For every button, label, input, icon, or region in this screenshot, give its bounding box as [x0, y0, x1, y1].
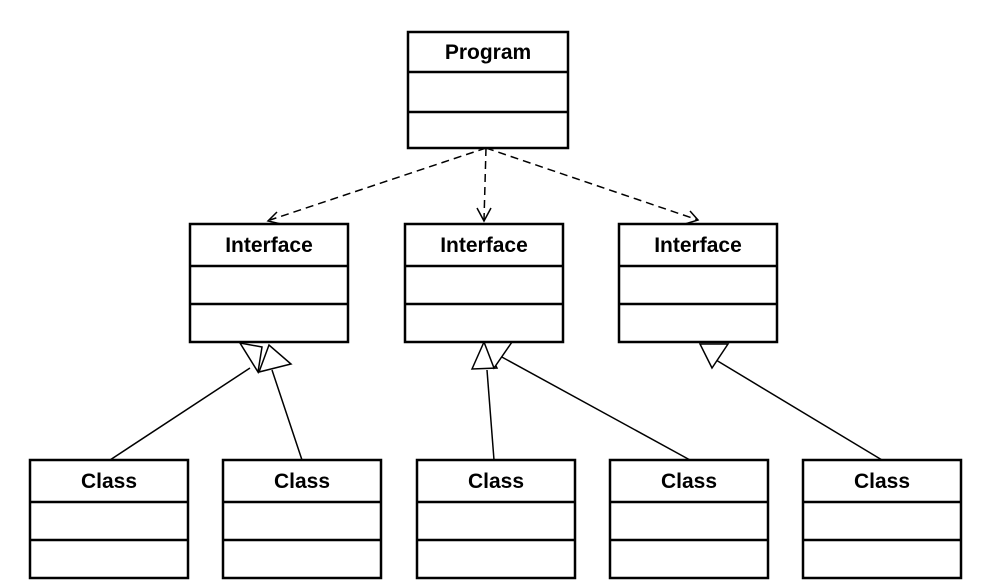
class-box-2: Class — [221, 458, 383, 580]
program-class-box: Program — [406, 30, 570, 150]
class-title: Class — [81, 470, 137, 493]
dependency-arrow-interface-2 — [476, 147, 492, 223]
class-box-3: Class — [415, 458, 577, 580]
class-title: Class — [468, 470, 524, 493]
dependency-arrow-interface-1 — [266, 147, 487, 225]
dependency-arrow-interface-3 — [485, 147, 700, 225]
class-box-5: Class — [801, 458, 963, 580]
class-title: Class — [854, 470, 910, 493]
interface-box-3: Interface — [617, 222, 779, 344]
class-title: Class — [274, 470, 330, 493]
generalization-class-2-interface-1 — [257, 343, 303, 461]
program-title: Program — [445, 41, 531, 64]
class-box-1: Class — [28, 458, 190, 580]
interface-title: Interface — [654, 234, 742, 257]
interface-title: Interface — [440, 234, 528, 257]
interface-title: Interface — [225, 234, 313, 257]
interface-box-2: Interface — [403, 222, 565, 344]
dependency-arrows — [266, 147, 700, 225]
interface-box-1: Interface — [188, 222, 350, 344]
class-title: Class — [661, 470, 717, 493]
generalization-arrows — [109, 340, 883, 461]
generalization-class-5-interface-3 — [698, 343, 883, 461]
generalization-class-4-interface-2 — [482, 341, 691, 461]
class-box-4: Class — [608, 458, 770, 580]
generalization-class-1-interface-1 — [109, 341, 263, 461]
